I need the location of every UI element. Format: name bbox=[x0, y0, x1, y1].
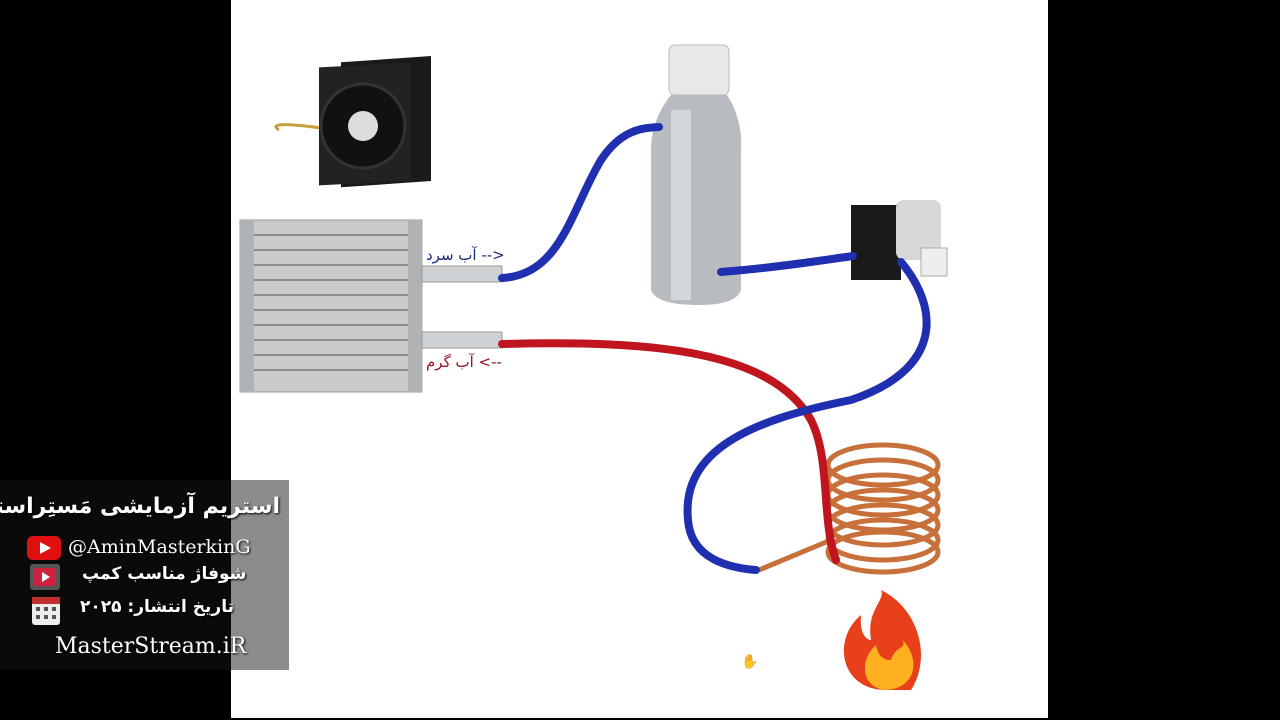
stream-info-overlay: استریم آزمایشی مَستِراستریم @AminMasterk… bbox=[0, 480, 289, 670]
calendar-icon bbox=[32, 597, 60, 625]
fan-icon bbox=[274, 56, 431, 188]
youtube-handle[interactable]: @AminMasterkinG bbox=[68, 536, 251, 558]
cooling-loop-diagram bbox=[239, 44, 948, 690]
copper-coil-icon bbox=[758, 442, 941, 575]
website-link[interactable]: MasterStream.iR bbox=[55, 634, 247, 659]
pump-icon bbox=[851, 200, 948, 280]
radiator-icon bbox=[239, 219, 503, 393]
stream-title: استریم آزمایشی مَستِراستریم bbox=[0, 494, 280, 519]
pump-feed-pipe bbox=[717, 252, 857, 276]
hand-cursor-icon: ✋ bbox=[741, 654, 759, 670]
hot-water-label: --> آب گرم bbox=[426, 353, 502, 371]
hot-pipe bbox=[498, 339, 840, 564]
video-icon bbox=[30, 564, 60, 590]
overlay-background-strip bbox=[231, 480, 289, 670]
stream-subtitle: شوفاژ مناسب کمپ bbox=[82, 564, 247, 584]
reservoir-bottle-icon bbox=[651, 44, 742, 305]
diagram-canvas: <-- آب سرد --> آب گرم bbox=[231, 0, 1048, 718]
youtube-icon bbox=[27, 536, 61, 560]
publish-date: تاریخ انتشار: ۲۰۲۵ bbox=[80, 597, 234, 617]
return-pipe bbox=[683, 258, 931, 574]
fire-icon bbox=[843, 590, 921, 690]
cold-water-label: <-- آب سرد bbox=[426, 246, 505, 264]
cold-pipe bbox=[498, 123, 663, 282]
